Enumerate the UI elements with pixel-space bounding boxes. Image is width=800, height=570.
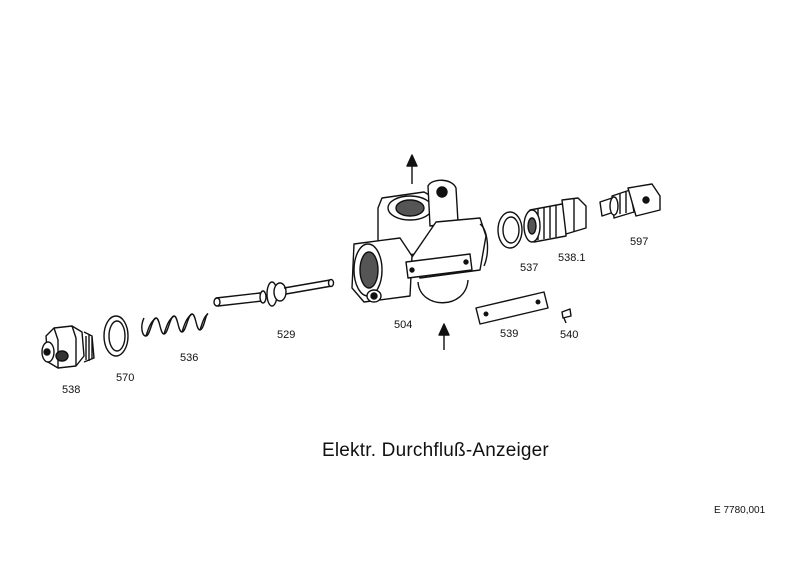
part-537-ring [497, 211, 523, 249]
part-597-switch [599, 183, 661, 219]
part-label-504: 504 [394, 319, 413, 331]
part-label-570: 570 [116, 372, 135, 384]
part-538.1-screw [523, 197, 587, 243]
part-539-plate [475, 291, 549, 325]
part-540-screw [561, 308, 572, 324]
part-label-539: 539 [500, 328, 519, 340]
part-529-piston-rod [213, 278, 335, 307]
drawing-number: E 7780,001 [714, 505, 766, 516]
part-label-538.1: 538.1 [558, 252, 586, 264]
part-label-538: 538 [62, 384, 81, 396]
part-label-537: 537 [520, 262, 539, 274]
part-label-597: 597 [630, 236, 649, 248]
part-label-536: 536 [180, 352, 199, 364]
flow-arrow-up-bottom [438, 323, 450, 350]
part-570-sealing-ring [103, 315, 129, 357]
part-536-spring [141, 313, 209, 337]
diagram-title: Elektr. Durchfluß-Anzeiger [322, 440, 549, 461]
part-538-plug-screw [41, 325, 95, 369]
part-label-540: 540 [560, 329, 579, 341]
flow-arrow-up-top [406, 154, 418, 184]
part-504-housing [351, 179, 489, 304]
part-label-529: 529 [277, 329, 296, 341]
